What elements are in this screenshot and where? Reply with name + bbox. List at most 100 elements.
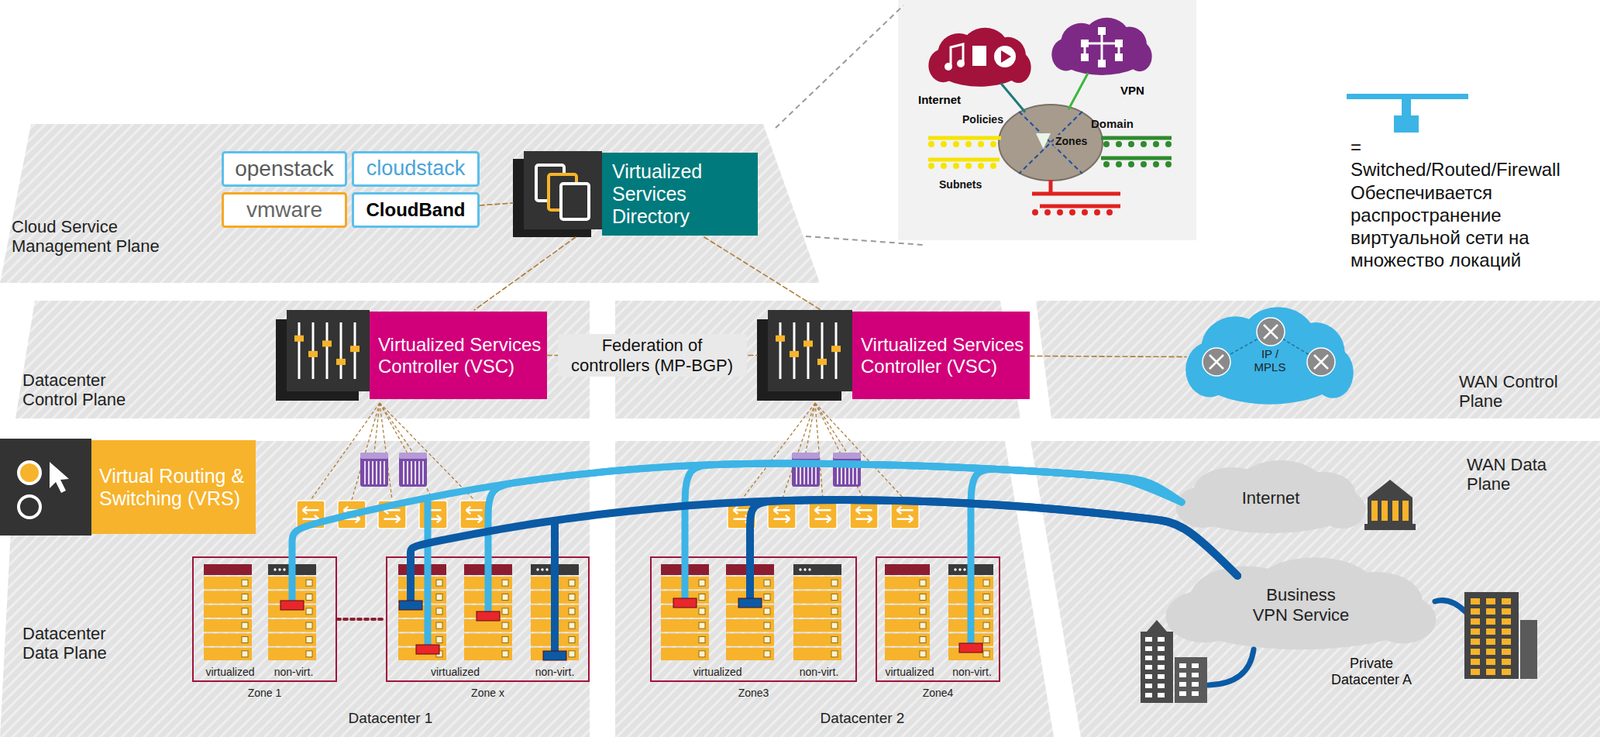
building-window — [1157, 646, 1165, 651]
rack-led — [540, 567, 544, 571]
node-text: Zones — [1053, 134, 1101, 148]
rack-unit — [660, 576, 709, 589]
bank-body — [1367, 497, 1413, 524]
building-window — [1470, 638, 1480, 645]
subnet-host — [1044, 209, 1051, 216]
slider-track — [298, 322, 301, 379]
music-glyph — [956, 59, 965, 68]
node-text: Virtualized Services Controller (VSC) — [378, 333, 543, 377]
building-window — [1470, 618, 1480, 625]
zone-frame — [386, 557, 589, 682]
rack-unit — [660, 633, 709, 646]
control-link — [781, 402, 816, 500]
rack-unit — [268, 590, 317, 603]
rack-top — [398, 564, 447, 575]
building-window — [1486, 608, 1496, 615]
rack-indicator — [568, 622, 575, 629]
zone-box: virtualizednon-virt.Zone4 — [875, 556, 1001, 704]
tunnel-stem — [681, 556, 689, 603]
slider-knob — [803, 340, 813, 347]
vrs-icon — [767, 500, 796, 529]
plane-band-shape — [1035, 300, 1600, 419]
router-symbol — [1202, 347, 1231, 376]
control-link — [805, 402, 816, 453]
rack-led — [278, 567, 281, 571]
network-glyph — [1114, 53, 1123, 62]
title-panel — [602, 152, 758, 236]
zone-frame — [876, 557, 1000, 682]
port-marker — [543, 650, 567, 661]
rack-unit — [203, 633, 252, 646]
tunnel-stem — [967, 556, 975, 648]
building-window — [1501, 638, 1511, 645]
rack-unit — [660, 647, 709, 661]
building-window — [1191, 663, 1199, 668]
rack-unit — [660, 590, 709, 603]
vrs-icon — [727, 500, 756, 529]
subnet-host — [928, 141, 935, 148]
rack-indicator — [502, 622, 509, 629]
building-window — [1501, 608, 1511, 615]
node-text: Zone3 — [650, 686, 857, 699]
rack-indicator — [831, 622, 838, 629]
building-window — [1470, 628, 1480, 635]
cloud-lobe — [1176, 486, 1231, 528]
rack-top — [793, 564, 842, 575]
building-window — [1470, 648, 1480, 655]
rack-unit — [530, 576, 579, 589]
plane-band-shape — [15, 300, 590, 419]
rack-indicator — [306, 622, 313, 629]
platform-logo-box: vmware — [221, 192, 348, 228]
network-glyph — [1080, 39, 1089, 48]
toggle-on — [18, 461, 41, 484]
connector — [474, 237, 576, 310]
tunnel-stem — [550, 519, 559, 656]
title-panel — [852, 311, 1030, 400]
rack-unit — [398, 605, 447, 618]
rack-unit — [268, 633, 317, 646]
rack-indicator — [241, 579, 248, 586]
subnet-host — [953, 162, 960, 169]
rack-top — [948, 564, 994, 575]
rack-indicator — [831, 608, 838, 615]
building-block — [1464, 591, 1519, 679]
rack-unit — [464, 619, 513, 632]
subnet-host — [977, 162, 985, 169]
tunnel-connector — [970, 468, 1182, 557]
building-window — [1470, 598, 1480, 605]
rack-unit — [203, 605, 252, 618]
control-link — [374, 402, 380, 453]
rack-unit — [726, 576, 775, 589]
rack-unit — [203, 647, 252, 661]
rack-indicator — [241, 650, 248, 658]
office-building — [1464, 591, 1538, 679]
subnet-host — [1152, 161, 1160, 168]
building-block — [1140, 631, 1174, 703]
subnet-host — [1128, 141, 1135, 148]
rack-indicator — [436, 594, 443, 601]
rack-indicator — [831, 636, 838, 644]
building-window — [1486, 618, 1496, 625]
building-window — [1501, 648, 1511, 655]
building-window — [1179, 691, 1187, 696]
plane-band-shape — [1030, 440, 1600, 737]
plane-band: Cloud Service Management Planeopenstackc… — [0, 123, 822, 283]
vrs-icon — [849, 500, 878, 529]
rack-indicator — [241, 622, 248, 629]
rack-unit — [464, 590, 513, 603]
internet-cloud: Internet — [918, 27, 1035, 111]
slider-track — [821, 322, 824, 379]
vrs-icon — [296, 500, 325, 529]
legend-symbol — [1393, 115, 1419, 133]
port-marker — [673, 598, 697, 608]
rack-indicator — [568, 608, 575, 615]
node-text: Virtual Routing & Switching (VRS) — [99, 464, 252, 510]
cloud-lobe — [1166, 590, 1244, 644]
bank-base — [1364, 523, 1416, 530]
rack-unit — [726, 633, 775, 646]
vrs-icon — [378, 500, 407, 529]
building-window — [1157, 664, 1165, 670]
building-window — [1470, 668, 1480, 675]
rack-led — [798, 567, 802, 571]
